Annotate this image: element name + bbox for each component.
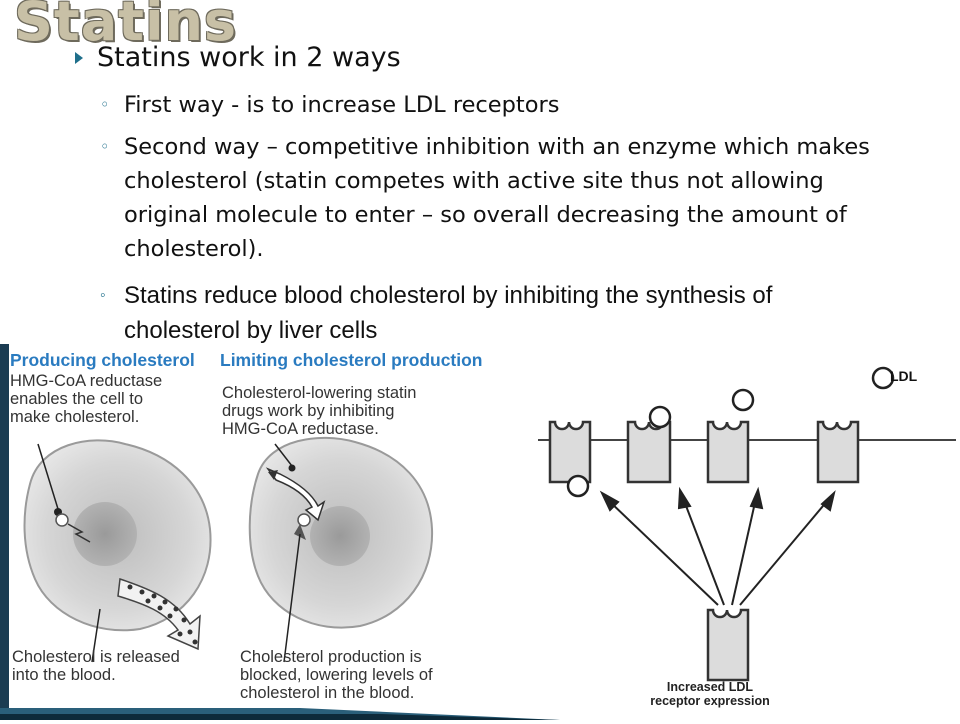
sub-bullet-1: ◦ First way - is to increase LDL recepto… xyxy=(100,88,880,122)
ldl-particle xyxy=(871,366,895,390)
receptor-1 xyxy=(548,420,592,484)
sub-bullet-text: Statins reduce blood cholesterol by inhi… xyxy=(124,282,773,344)
ldl-particle xyxy=(566,474,590,498)
panel-1-heading: Producing cholesterol xyxy=(10,350,195,370)
sub-bullet-3: ◦ Statins reduce blood cholesterol by in… xyxy=(100,278,880,348)
enzyme-icon xyxy=(55,513,69,527)
circle-bullet-icon: ◦ xyxy=(100,287,106,304)
text-line: Cholesterol is released xyxy=(12,648,180,666)
text-line: HMG-CoA reductase. xyxy=(222,420,379,438)
ldl-receptor-diagram xyxy=(538,366,956,682)
cell-illustration xyxy=(23,436,434,663)
ldl-legend-label: LDL xyxy=(890,368,918,384)
ldl-particles xyxy=(566,366,895,498)
expression-arrows xyxy=(599,486,836,606)
slide-title: Statins xyxy=(14,0,238,53)
text-line: into the blood. xyxy=(12,666,116,684)
text-line: blocked, lowering levels of xyxy=(240,666,433,684)
text-line: enables the cell to xyxy=(10,390,144,408)
caption-line: receptor expression xyxy=(650,694,770,708)
sub-bullet-text: First way - is to increase LDL receptors xyxy=(124,92,560,118)
blocked-enzyme-icon xyxy=(297,513,311,527)
ldl-particle xyxy=(648,405,672,429)
receptor-2 xyxy=(626,420,672,484)
circle-bullet-icon: ◦ xyxy=(100,95,110,114)
nucleus-2 xyxy=(310,506,370,566)
main-bullet: Statins work in 2 ways xyxy=(75,42,401,73)
arrow-bullet-icon xyxy=(75,51,83,64)
cholesterol-release-arrow xyxy=(117,577,201,651)
text-line: drugs work by inhibiting xyxy=(222,402,395,420)
text-line: HMG-CoA reductase xyxy=(10,372,163,390)
sub-bullet-2: ◦ Second way – competitive inhibition wi… xyxy=(100,130,870,266)
receptor-3 xyxy=(706,420,750,484)
sub-bullet-text: Second way – competitive inhibition with… xyxy=(124,134,870,262)
circle-bullet-icon: ◦ xyxy=(100,137,110,156)
main-bullet-text: Statins work in 2 ways xyxy=(97,42,401,73)
panel-2-bottom-text: Cholesterol production is blocked, lower… xyxy=(240,648,433,702)
caption-line: Increased LDL xyxy=(666,680,754,694)
left-edge-bar xyxy=(0,344,9,720)
statin-arrow xyxy=(265,467,326,522)
receptor-expression-caption: Increased LDL receptor expression xyxy=(640,680,780,708)
nucleus-1 xyxy=(73,502,137,566)
bottom-decor-band xyxy=(0,708,560,720)
receptor-4 xyxy=(816,420,860,484)
receptors xyxy=(548,420,860,682)
statin-mechanism-figure: Producing cholesterol HMG-CoA reductase … xyxy=(0,344,540,720)
panel-2-heading: Limiting cholesterol production xyxy=(220,350,483,370)
text-line: Cholesterol-lowering statin xyxy=(222,384,417,402)
receptor-new xyxy=(706,608,750,682)
panel-1-top-text: HMG-CoA reductase enables the cell to ma… xyxy=(10,372,162,426)
text-line: Cholesterol production is xyxy=(240,648,422,666)
ldl-particle xyxy=(731,388,755,412)
text-line: cholesterol in the blood. xyxy=(240,684,415,702)
cholesterol-dots xyxy=(127,584,198,645)
panel-2-top-text: Cholesterol-lowering statin drugs work b… xyxy=(222,384,416,438)
panel-1-bottom-text: Cholesterol is released into the blood. xyxy=(12,648,180,684)
text-line: make cholesterol. xyxy=(10,408,140,426)
